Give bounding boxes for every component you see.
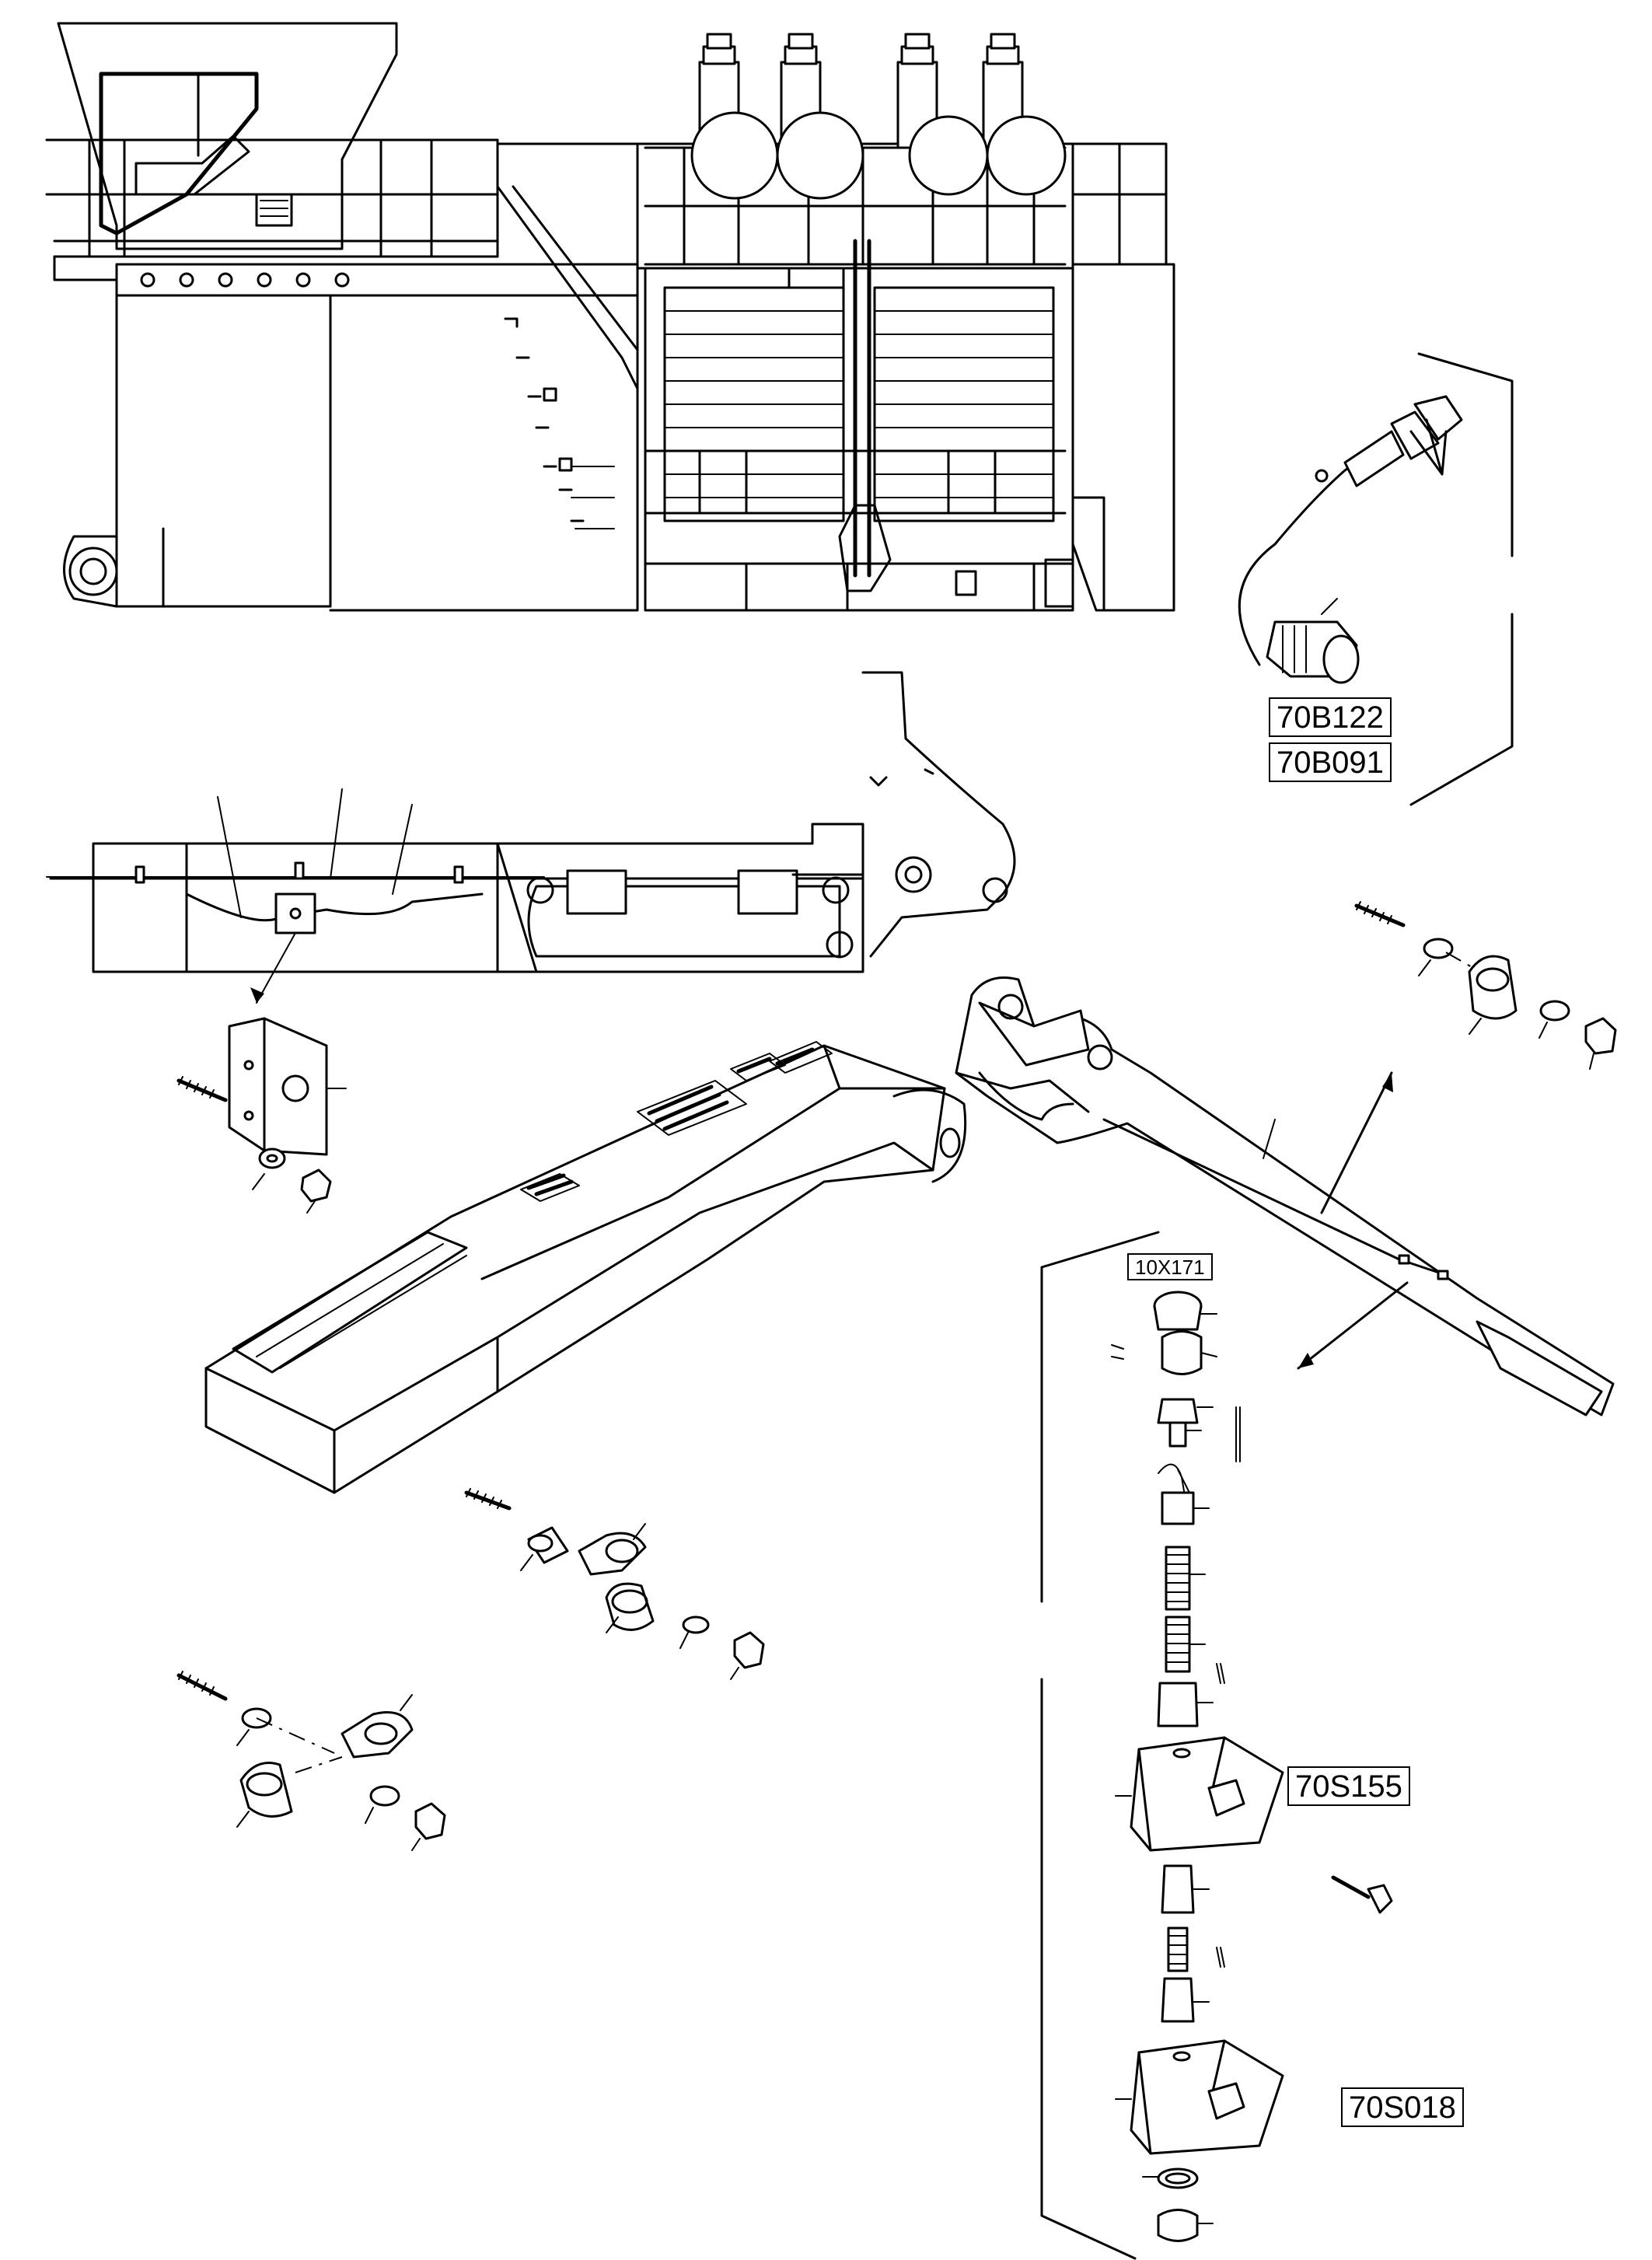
boom-isometric-view: [204, 1041, 967, 1494]
boom-side-view: [46, 671, 1016, 1004]
hose-clamp-assembly-right: [1354, 901, 1617, 1070]
sensor-exploded-stack: [1040, 1231, 1393, 2260]
part-number-70S018: 70S018: [1341, 2087, 1464, 2127]
part-number-70S155: 70S155: [1287, 1766, 1410, 1806]
machine-superstructure-view: [45, 22, 1175, 612]
part-number-70B122: 70B122: [1269, 697, 1392, 737]
mounting-bracket-detail: [176, 1017, 347, 1214]
cylinder-group: [690, 33, 1067, 200]
part-number-70B091: 70B091: [1269, 742, 1392, 782]
hose-clamp-assembly-center: [464, 1488, 765, 1680]
stud-bolt: [176, 1076, 228, 1102]
part-number-10X171: 10X171: [1127, 1253, 1213, 1280]
hose-clamp-assembly-left: [176, 1671, 446, 1851]
boom-arm-view: [955, 976, 1615, 1416]
proximity-sensor-assembly: [1238, 352, 1514, 806]
